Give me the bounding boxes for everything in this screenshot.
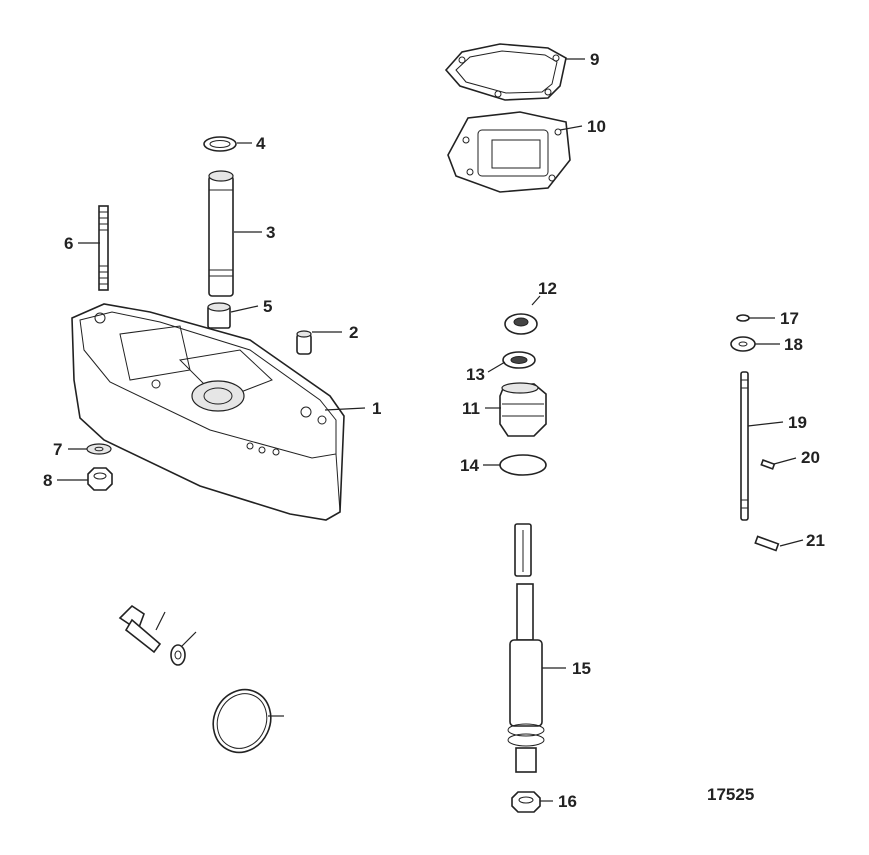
callout-14: 14 [460,456,479,475]
callout-18: 18 [784,335,803,354]
part-20-pin [760,459,776,470]
callout-17: 17 [780,309,799,328]
figure-number: 17525 [707,785,754,804]
callout-4: 4 [256,134,266,153]
callout-15: 15 [572,659,591,678]
washer-unlabeled [170,631,197,666]
callout-12: 12 [538,279,557,298]
callout-8: 8 [43,471,52,490]
part-1-housing [71,303,345,521]
part-13-ring [502,351,536,369]
callout-1: 1 [372,399,381,418]
bolt-unlabeled [118,604,166,654]
part-4-ring [203,136,237,152]
callout-2: 2 [349,323,358,342]
part-6-stud [98,205,109,291]
part-12-seal [504,313,538,335]
part-10-plate [447,111,571,193]
part-16-nut [511,791,541,813]
part-18-washer [730,336,756,352]
callout-13: 13 [466,365,485,384]
leader-lines [57,58,804,802]
part-7-washer [86,443,112,455]
callout-21: 21 [806,531,825,550]
part-11-sleeve [499,382,547,437]
callout-3: 3 [266,223,275,242]
callout-7: 7 [53,440,62,459]
callout-5: 5 [263,297,272,316]
callout-9: 9 [590,50,599,69]
callout-10: 10 [587,117,606,136]
part-21-pin [754,535,780,552]
part-17-ring [736,314,750,322]
part-5-bushing [207,302,231,329]
oring-unlabeled [212,688,284,754]
part-8-nut [87,467,113,491]
callout-20: 20 [801,448,820,467]
part-9-gasket [444,43,567,101]
callout-labels: 1 2 3 4 5 6 7 8 9 10 11 12 13 14 15 16 1… [43,50,825,811]
part-2-pin [296,330,312,355]
callout-6: 6 [64,234,73,253]
part-15-shaft [507,523,545,773]
callout-19: 19 [788,413,807,432]
part-14-oring [499,454,547,476]
callout-11: 11 [462,399,480,418]
callout-16: 16 [558,792,577,811]
part-19-rod [740,371,749,521]
part-3-tube [208,170,234,297]
